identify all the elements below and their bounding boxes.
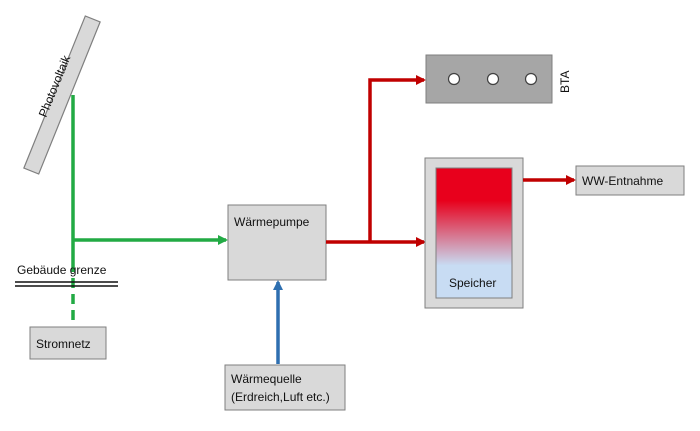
bta-outlet-1 [447, 72, 461, 86]
waermepumpe-label: Wärmepumpe [234, 215, 310, 229]
bta-outlet-3 [524, 72, 538, 86]
stromnetz-box [29, 326, 107, 360]
ww-entnahme-box [575, 165, 685, 196]
waermequelle-box [224, 364, 346, 411]
gebaeudegrenze-label: Gebäude grenze [17, 263, 107, 277]
ww-entnahme-label: WW-Entnahme [582, 174, 663, 188]
photovoltaik-rect [23, 15, 101, 175]
stromnetz-label: Stromnetz [36, 337, 91, 351]
speicher-tank [435, 167, 513, 299]
photovoltaik-panel [23, 15, 101, 175]
bta-outlet-2 [486, 72, 500, 86]
waermequelle-label-line1: Wärmequelle [231, 372, 302, 386]
heatpump-to-bta-arrow [368, 75, 426, 242]
speicher-label: Speicher [449, 276, 496, 290]
waermepumpe-box [227, 204, 327, 281]
bta-label: BTA [558, 71, 572, 93]
waermequelle-label-line2: (Erdreich,Luft etc.) [231, 390, 330, 404]
